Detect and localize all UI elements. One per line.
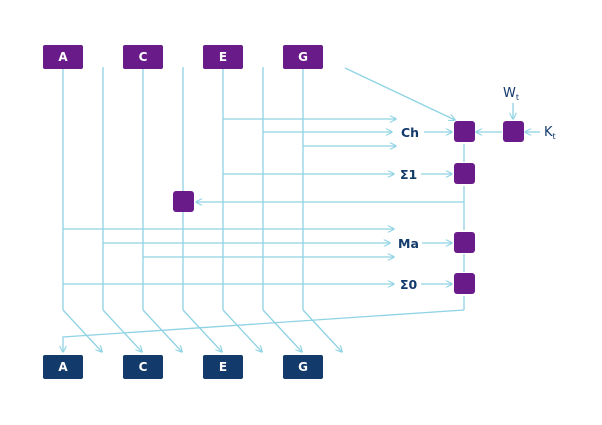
- wires: [63, 67, 540, 352]
- top-registers: A C E G: [43, 45, 323, 69]
- shift-e-to-f: [222, 309, 262, 352]
- register-g-top: G: [283, 45, 323, 69]
- register-c-top: C: [123, 45, 163, 69]
- register-c-bottom: C: [123, 355, 163, 379]
- register-a-top: A: [43, 45, 83, 69]
- new-a-output: [63, 309, 465, 352]
- ma-label: Ma: [398, 236, 419, 251]
- register-c-bottom-label: C: [139, 360, 148, 374]
- register-a-top-label: A: [58, 50, 68, 64]
- bottom-registers: A C E G: [43, 355, 323, 379]
- shift-a-to-b: [62, 309, 102, 352]
- adder-sigma0: [454, 273, 475, 294]
- shift-g-to-h: [302, 309, 342, 352]
- ch-label: Ch: [401, 125, 419, 140]
- register-g-top-label: G: [298, 50, 308, 64]
- shift-c-to-d: [142, 309, 182, 352]
- register-g-bottom: G: [283, 355, 323, 379]
- shift-d-to-e: [182, 309, 222, 352]
- adder-ma: [454, 232, 475, 253]
- adder-h-ch: [454, 121, 475, 142]
- shift-f-to-g: [262, 309, 302, 352]
- adders: [173, 121, 524, 294]
- register-a-bottom: A: [43, 355, 83, 379]
- wt-label: Wt: [503, 86, 519, 102]
- adder-d: [173, 191, 194, 212]
- adder-sigma1: [454, 163, 475, 184]
- sigma1-label: Σ1: [400, 167, 417, 182]
- kt-label: Kt: [544, 125, 556, 141]
- register-e-bottom-label: E: [219, 360, 227, 374]
- operation-labels: Ch Σ1 Ma Σ0: [398, 125, 419, 292]
- adder-wk: [503, 121, 524, 142]
- h-input-line: [344, 67, 455, 120]
- register-g-bottom-label: G: [298, 360, 308, 374]
- register-e-top: E: [203, 45, 243, 69]
- shift-b-to-c: [102, 309, 142, 352]
- input-labels: Wt Kt: [503, 86, 556, 141]
- register-e-bottom: E: [203, 355, 243, 379]
- sigma0-label: Σ0: [400, 277, 418, 292]
- register-e-top-label: E: [219, 50, 227, 64]
- register-c-top-label: C: [139, 50, 148, 64]
- register-a-bottom-label: A: [58, 360, 68, 374]
